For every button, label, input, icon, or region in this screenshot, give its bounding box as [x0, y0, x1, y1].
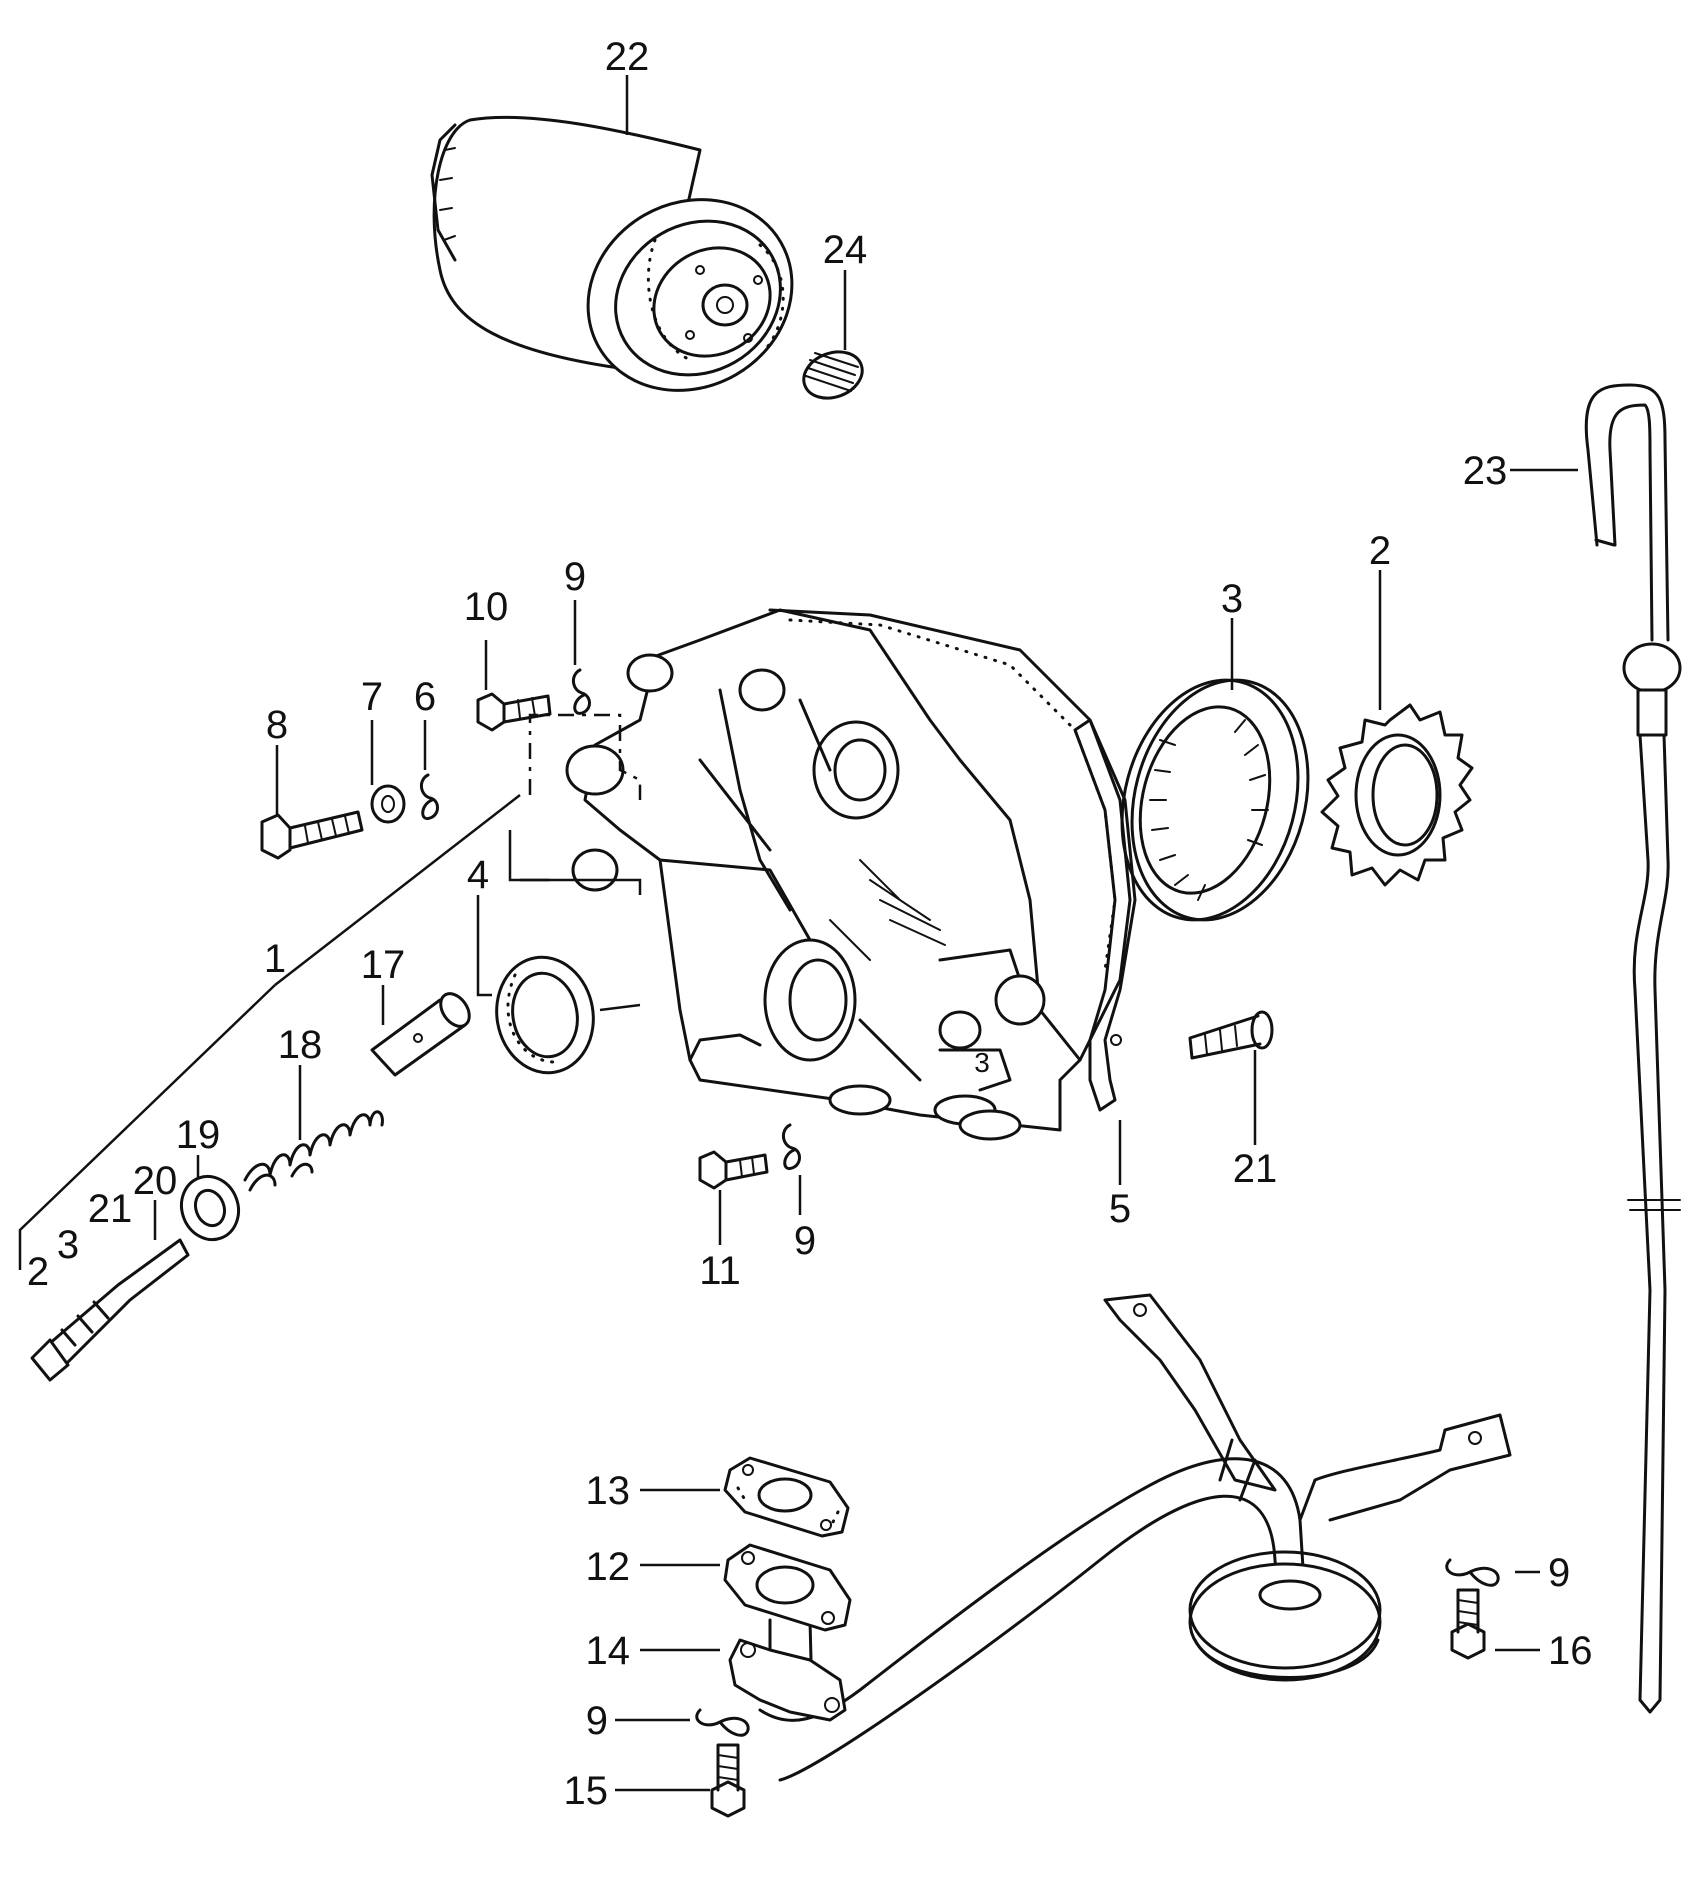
callout-3-left: 3 [57, 1223, 79, 1267]
spring-washer-9-top [572, 668, 591, 715]
oil-filter [430, 115, 794, 392]
callout-15: 15 [564, 1769, 609, 1813]
bolt-8 [260, 810, 364, 860]
bolt-11 [698, 1150, 769, 1190]
callout-14: 14 [586, 1629, 631, 1673]
inner-gear [1320, 703, 1474, 887]
bolt-21-right [1188, 1010, 1274, 1060]
spring-washer-9-low-left [695, 1708, 750, 1737]
relief-valve-plug-17 [370, 992, 471, 1077]
outer-rotor [1120, 678, 1310, 922]
callout-16: 16 [1548, 1629, 1593, 1673]
spring-washer-6 [420, 773, 439, 821]
callout-22: 22 [605, 35, 650, 79]
callout-7: 7 [361, 675, 383, 719]
dipstick [1584, 383, 1682, 1714]
pressure-switch-20 [30, 1238, 190, 1382]
callout-8: 8 [266, 703, 288, 747]
callout-17: 17 [361, 943, 406, 987]
strainer-basket [1188, 1550, 1382, 1682]
leader-lines [18, 75, 1578, 1792]
callout-2-left: 2 [27, 1250, 49, 1294]
washer-7 [370, 784, 406, 824]
callout-21-right: 21 [1233, 1147, 1278, 1191]
callout-13: 13 [586, 1469, 631, 1513]
callouts: 22 24 23 3 2 10 9 6 7 8 4 1 17 18 19 20 … [27, 35, 1593, 1813]
bolt-15 [710, 1743, 746, 1818]
callout-9-mid: 9 [794, 1219, 816, 1263]
callout-5: 5 [1109, 1187, 1131, 1231]
gasket-5 [1073, 718, 1137, 1112]
flange-plate-12 [723, 1543, 852, 1632]
callout-11: 11 [699, 1249, 741, 1293]
sealing-ring-19 [180, 1174, 240, 1242]
threaded-nipple [802, 350, 864, 400]
callout-9-top: 9 [564, 555, 586, 599]
callout-2-gear: 2 [1369, 529, 1391, 573]
bolt-16 [1450, 1588, 1486, 1660]
seal-ring [495, 955, 595, 1075]
spring-washer-9-mid [782, 1123, 801, 1171]
pump-housing [565, 608, 1132, 1141]
spring-washer-9-low-right [1445, 1558, 1500, 1587]
callout-3-housing: 3 [974, 1047, 990, 1078]
pipe-flange [728, 1618, 847, 1722]
callout-18: 18 [278, 1023, 323, 1067]
callout-9-low-right: 9 [1548, 1551, 1570, 1595]
callout-20: 20 [133, 1159, 178, 1203]
gasket-13 [723, 1456, 850, 1538]
callout-21-left: 21 [88, 1187, 133, 1231]
callout-1: 1 [264, 937, 286, 981]
callout-19: 19 [176, 1113, 221, 1157]
pickup-pipe [758, 1293, 1512, 1782]
spring-18 [243, 1110, 384, 1192]
callout-6: 6 [414, 675, 436, 719]
callout-4: 4 [467, 853, 489, 897]
callout-24: 24 [823, 228, 868, 272]
callout-10: 10 [464, 585, 509, 629]
callout-12: 12 [586, 1545, 631, 1589]
callout-23: 23 [1463, 449, 1508, 493]
bolt-10 [476, 692, 552, 732]
callout-3-rotor: 3 [1221, 577, 1243, 621]
callout-9-low-left: 9 [586, 1699, 608, 1743]
